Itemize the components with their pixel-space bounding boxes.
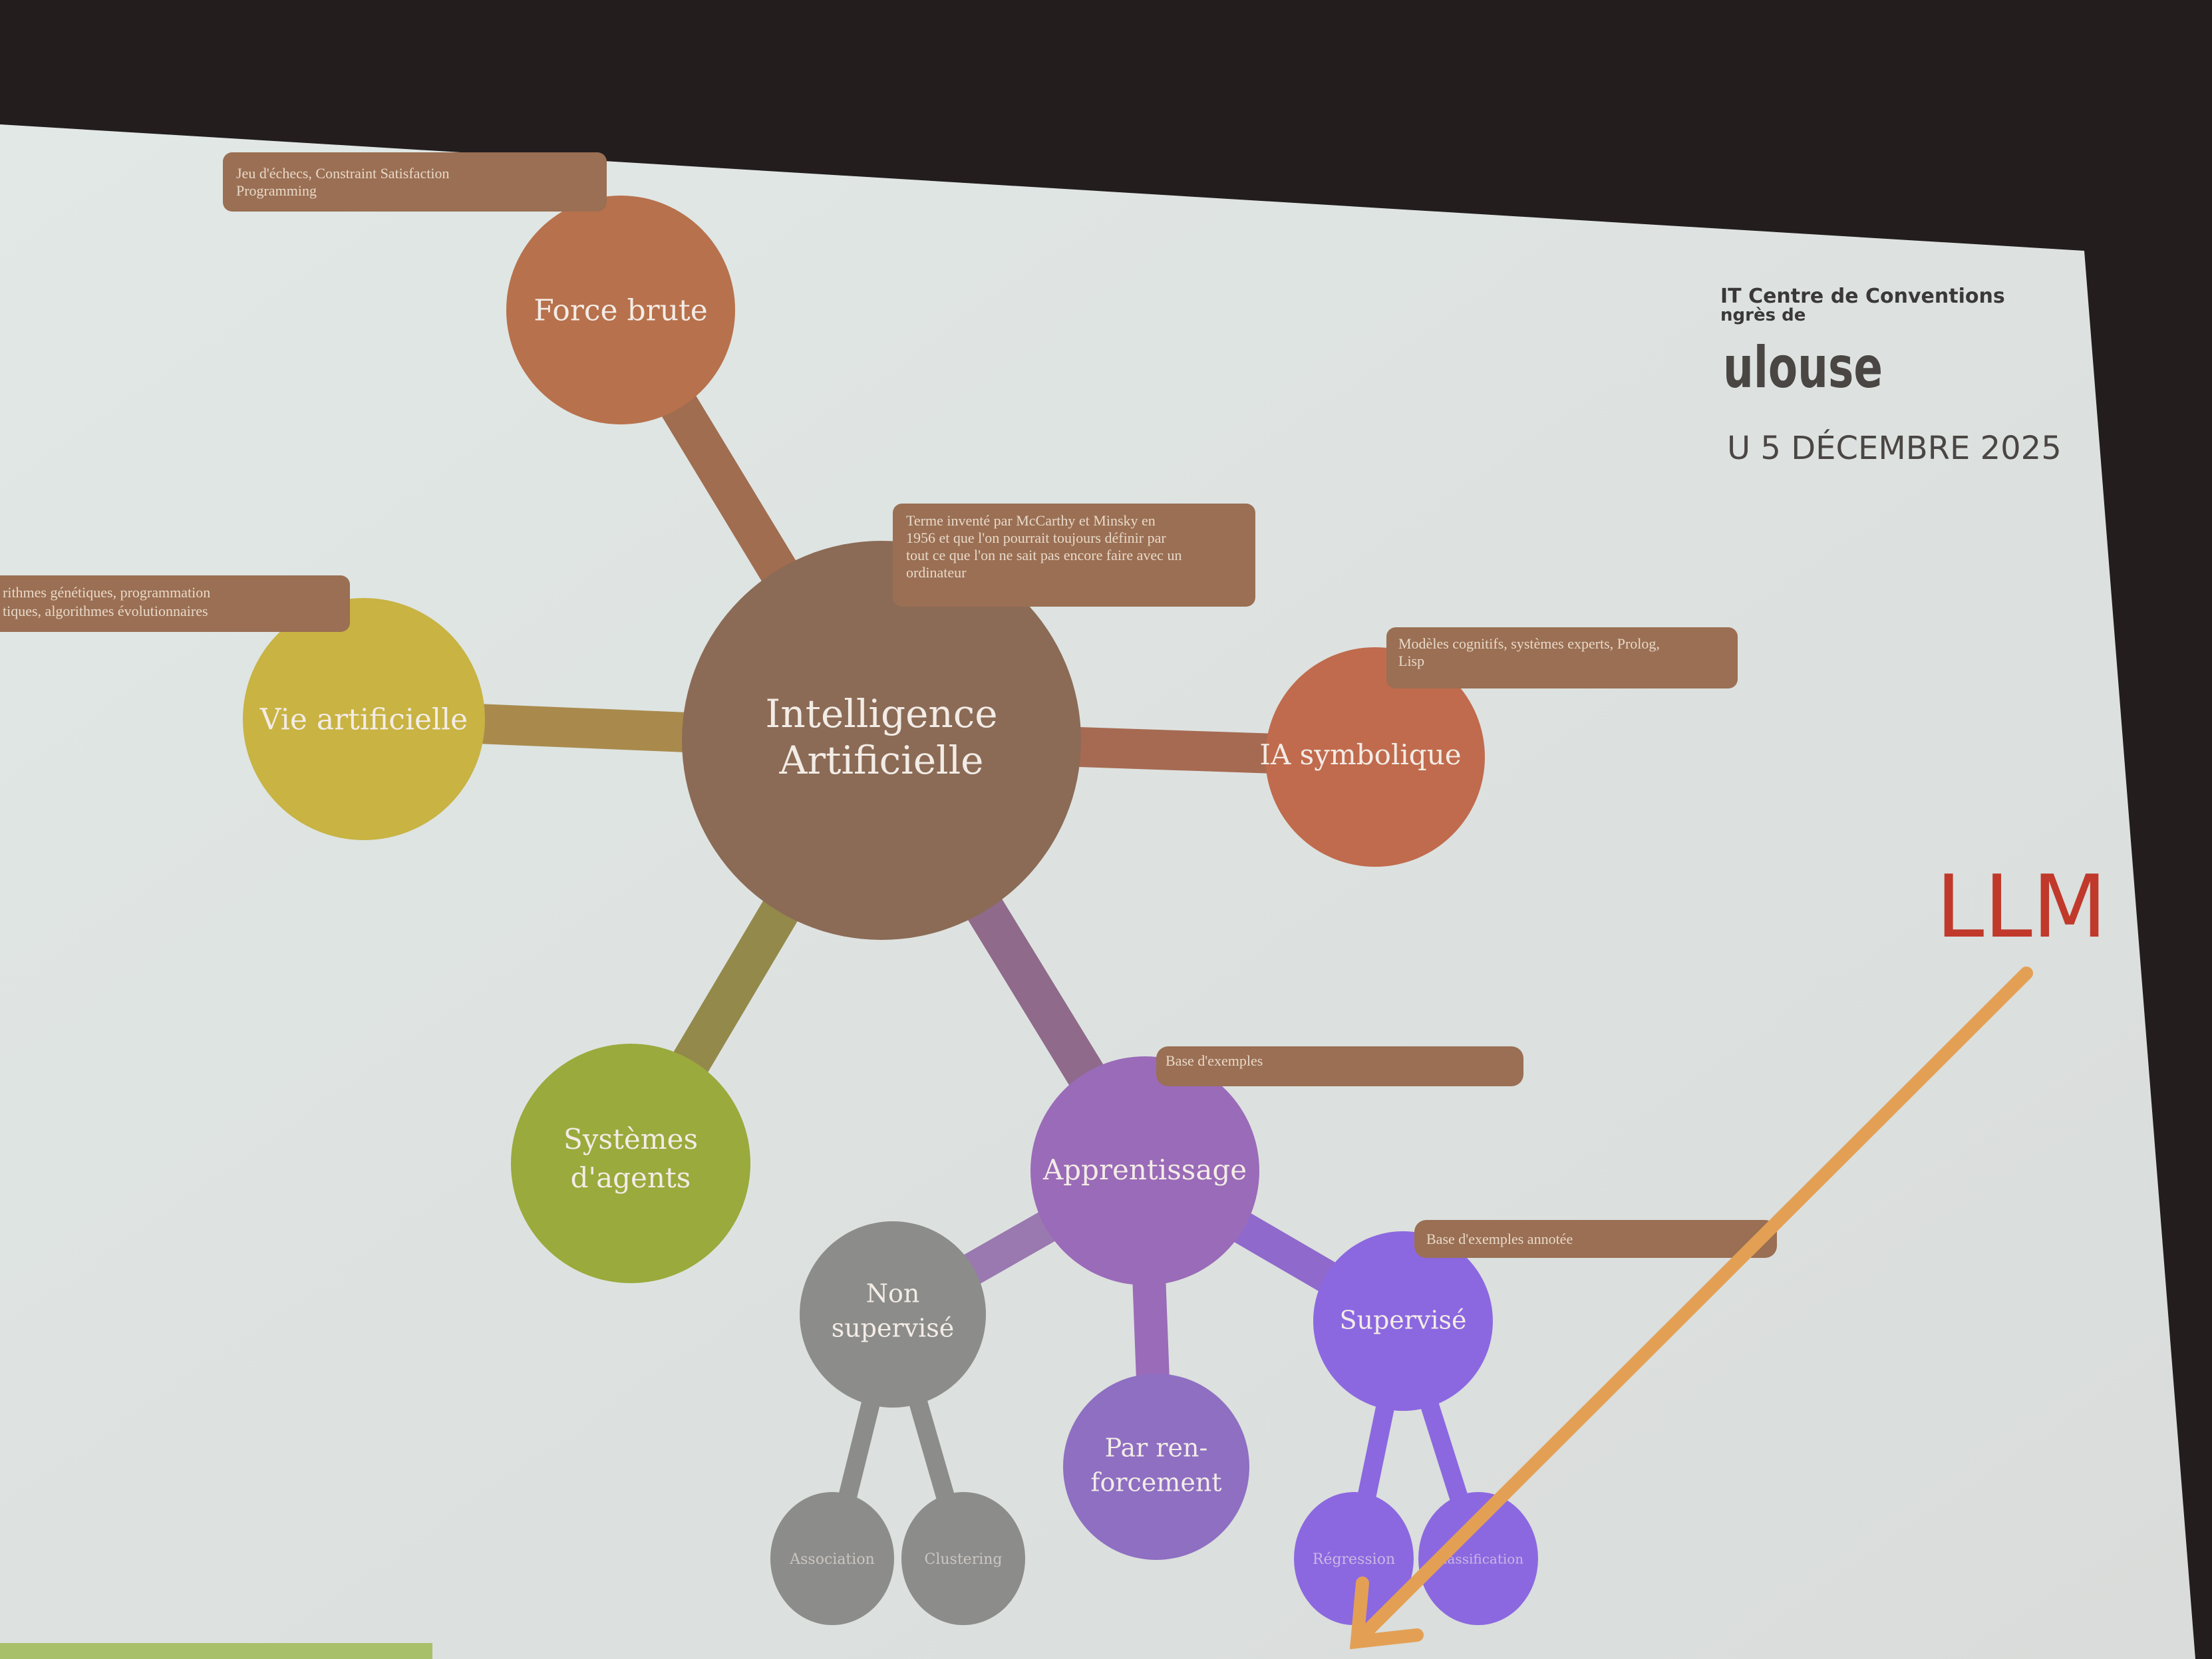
svg-text:Base d'exemples: Base d'exemples — [1166, 1052, 1263, 1069]
llm-annotation-label: LLM — [1936, 856, 2107, 957]
par-renforcement-line1: Par ren- — [1105, 1433, 1208, 1463]
bottom-green-strip — [0, 1643, 432, 1659]
llm-arrow-icon — [1349, 967, 2033, 1650]
node-systemes-agents: Systèmes d'agents — [511, 1044, 750, 1283]
svg-text:Jeu d'échecs, Constraint Satis: Jeu d'échecs, Constraint SatisfactionPro… — [236, 165, 449, 199]
node-supervise: Supervisé — [1313, 1231, 1493, 1411]
event-header: IT Centre de Conventions ngrès de ulouse… — [1720, 285, 2062, 467]
association-label: Association — [789, 1551, 874, 1568]
center-label-line2: Artificielle — [779, 738, 984, 783]
node-par-renforcement: Par ren- forcement — [1063, 1374, 1249, 1560]
vie-artificielle-label: Vie artificielle — [259, 703, 468, 737]
force-brute-label: Force brute — [534, 294, 708, 328]
systemes-agents-line2: d'agents — [571, 1161, 691, 1194]
apprentissage-label: Apprentissage — [1042, 1153, 1247, 1186]
node-force-brute: Force brute — [506, 196, 735, 424]
svg-text:Terme inventé par McCarthy et: Terme inventé par McCarthy et Minsky en1… — [906, 512, 1182, 581]
projection-screen — [0, 124, 2195, 1659]
tooltip-supervise: Base d'exemples annotée — [1414, 1220, 1777, 1258]
center-label-line1: Intelligence — [765, 691, 997, 736]
tooltip-apprentissage: Base d'exemples — [1156, 1046, 1523, 1086]
svg-text:Base d'exemples annotée: Base d'exemples annotée — [1426, 1231, 1573, 1247]
supervise-label: Supervisé — [1339, 1306, 1466, 1335]
node-association: Association — [770, 1492, 894, 1625]
svg-text:rithmes génétiques, programmat: rithmes génétiques, programmationtiques,… — [3, 584, 210, 619]
svg-text:Modèles cognitifs, systèmes ex: Modèles cognitifs, systèmes experts, Pro… — [1398, 635, 1660, 669]
header-congress: ngrès de — [1720, 305, 1806, 325]
clustering-label: Clustering — [925, 1551, 1003, 1568]
non-supervise-line1: Non — [866, 1279, 920, 1308]
systemes-agents-line1: Systèmes — [563, 1123, 698, 1155]
header-venue: IT Centre de Conventions — [1720, 285, 2005, 308]
node-vie-artificielle: Vie artificielle — [243, 598, 485, 840]
header-city: ulouse — [1723, 335, 1883, 401]
par-renforcement-line2: forcement — [1090, 1468, 1221, 1497]
non-supervise-line2: supervisé — [832, 1314, 955, 1343]
header-date: U 5 DÉCEMBRE 2025 — [1727, 429, 2062, 467]
node-ia-symbolique: IA symbolique — [1259, 647, 1485, 867]
ia-symbolique-label: IA symbolique — [1259, 738, 1461, 771]
node-clustering: Clustering — [901, 1492, 1025, 1625]
regression-label: Régression — [1313, 1551, 1395, 1568]
node-apprentissage: Apprentissage — [1030, 1056, 1259, 1285]
tooltip-ia-symbolique: Modèles cognitifs, systèmes experts, Pro… — [1386, 627, 1738, 688]
node-regression: Régression — [1294, 1492, 1414, 1625]
node-non-supervise: Non supervisé — [800, 1221, 986, 1408]
node-intelligence-artificielle: Intelligence Artificielle — [682, 541, 1081, 940]
